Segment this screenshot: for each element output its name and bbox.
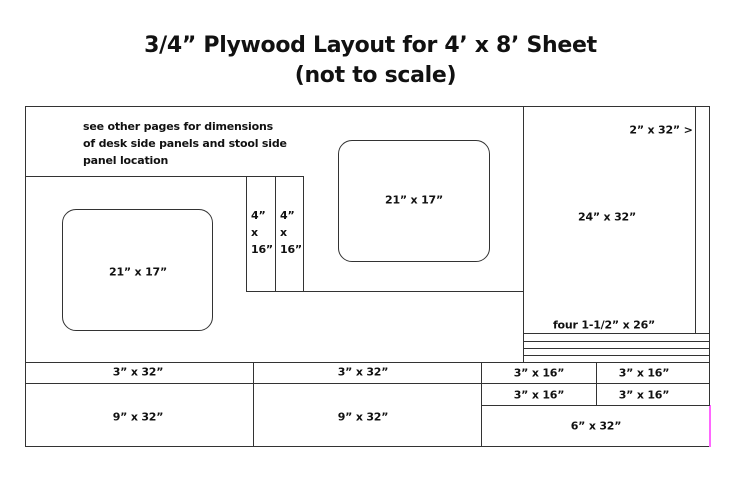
- bottom-col-divider-1: [253, 362, 255, 447]
- diagram-title: 3/4” Plywood Layout for 4’ x 8’ Sheet: [144, 33, 597, 58]
- strip-a-left: [246, 176, 248, 292]
- small-col-divider: [596, 362, 598, 405]
- dimension-note: see other pages for dimensions of desk s…: [83, 118, 287, 169]
- strip-divider: [275, 176, 277, 292]
- small-3x16-3-label: 3” x 16”: [513, 388, 565, 402]
- diagram-subtitle: (not to scale): [294, 63, 457, 88]
- small-3x16-2-label: 3” x 16”: [618, 366, 670, 380]
- note-region-divider: [25, 176, 303, 178]
- seat-piece-left: [62, 209, 213, 331]
- row-9x32-b-label: 9” x 32”: [337, 410, 389, 424]
- note-line-3: panel location: [83, 154, 169, 167]
- thin-strip-line-2: [523, 341, 710, 343]
- row-3x32-bottom: [25, 383, 710, 385]
- row-3x32-b-label: 3” x 32”: [337, 365, 389, 379]
- seat-left-label: 21” x 17”: [108, 265, 168, 279]
- thin-strip-line-1: [523, 333, 710, 335]
- strip-b-label: 4” x 16”: [280, 209, 302, 256]
- thin-strip-line-4: [523, 355, 710, 357]
- sheet-right-edge-highlight: [709, 405, 711, 447]
- note-line-2: of desk side panels and stool side: [83, 137, 287, 150]
- bottom-col-divider-2: [481, 362, 483, 447]
- sheet-left-edge: [25, 106, 27, 447]
- thin-strips-label: four 1-1/2” x 26”: [552, 318, 656, 332]
- note-line-1: see other pages for dimensions: [83, 120, 273, 133]
- seat-right-label: 21” x 17”: [384, 193, 444, 207]
- narrow-strip-left-edge: [695, 106, 697, 334]
- small-rows-bottom: [481, 405, 710, 407]
- sheet-top-edge: [25, 106, 710, 108]
- sheet-right-edge: [709, 106, 711, 406]
- narrow-strip-label: 2” x 32” >: [629, 123, 693, 137]
- row-9x32-a-label: 9” x 32”: [112, 410, 164, 424]
- panel-6x32-label: 6” x 32”: [570, 419, 622, 433]
- small-3x16-1-label: 3” x 16”: [513, 366, 565, 380]
- strip-b-right: [303, 176, 305, 292]
- sheet-bottom-edge: [25, 446, 710, 448]
- thin-strip-line-3: [523, 348, 710, 350]
- strip-a-label: 4” x 16”: [251, 209, 273, 256]
- row-3x32-a-label: 3” x 32”: [112, 365, 164, 379]
- top-panel-label: 24” x 32”: [577, 210, 637, 224]
- bottom-rows-top: [25, 362, 710, 364]
- seat-piece-right: [338, 140, 490, 262]
- small-3x16-4-label: 3” x 16”: [618, 388, 670, 402]
- strips-bottom: [246, 291, 524, 293]
- right-panel-left-edge: [523, 106, 525, 362]
